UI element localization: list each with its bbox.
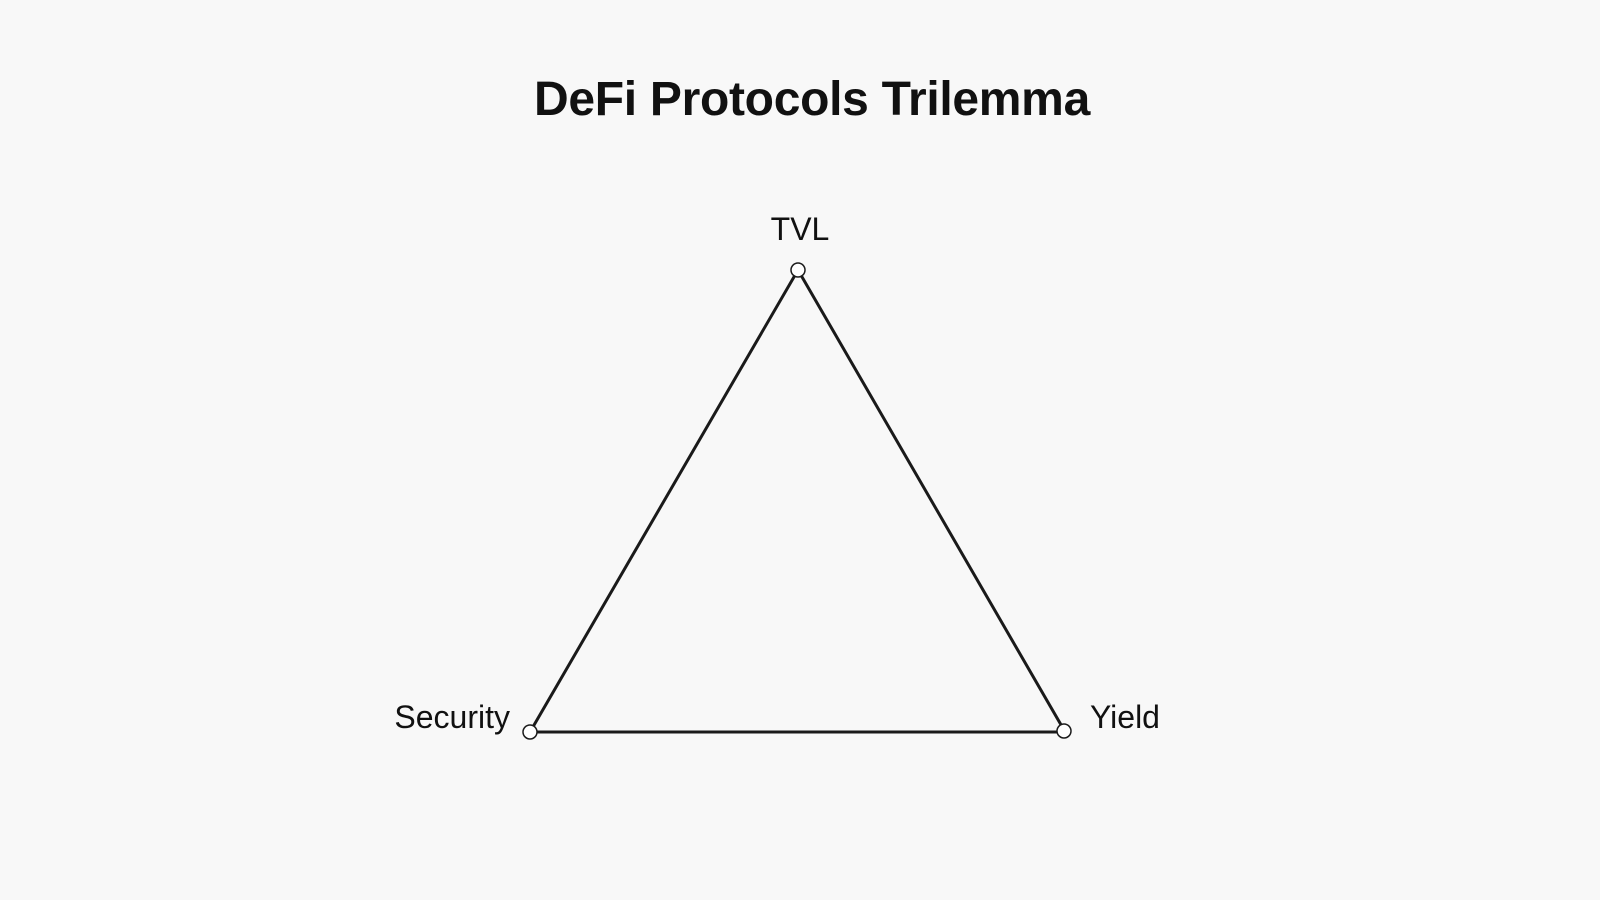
diagram-title: DeFi Protocols Trilemma bbox=[534, 73, 1090, 126]
edge-tvl-security bbox=[528, 268, 800, 734]
edge-tvl-yield bbox=[796, 268, 1066, 732]
label-tvl: TVL bbox=[771, 211, 830, 247]
vertex-tvl bbox=[790, 262, 806, 278]
label-yield: Yield bbox=[1090, 699, 1160, 735]
vertex-security bbox=[522, 724, 538, 740]
label-security: Security bbox=[394, 699, 510, 735]
vertex-yield bbox=[1056, 723, 1072, 739]
